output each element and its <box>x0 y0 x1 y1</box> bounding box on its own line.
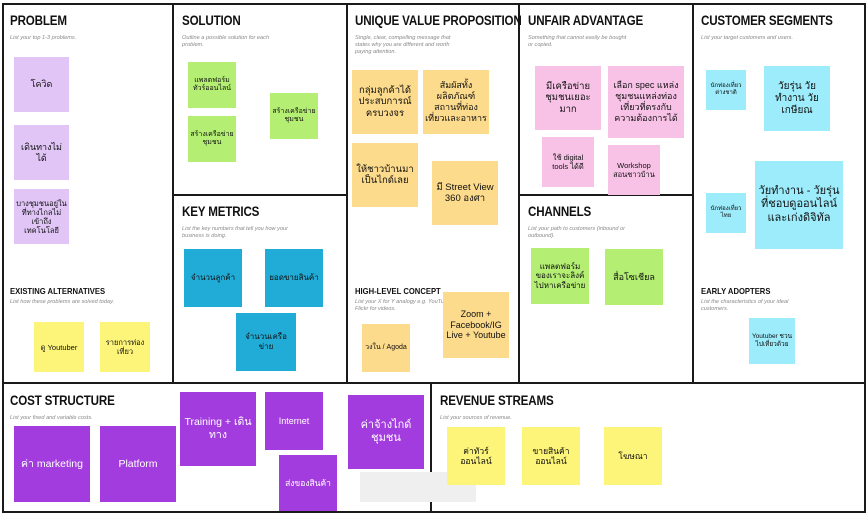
unfair-advantage-title: UNFAIR ADVANTAGE <box>528 13 644 28</box>
hlc-note-2: Zoom + Facebook/IG Live + Youtube <box>443 292 509 358</box>
solution-note-3: สร้างเครือข่ายชุมชน <box>270 93 318 139</box>
border-right <box>864 3 866 513</box>
high-level-concept-desc: List your X for Y analogy e.g. YouTube =… <box>355 299 455 312</box>
revenue-streams-desc: List your sources of revenue. <box>440 415 512 421</box>
uvp-note-3: ให้ชาวบ้านมาเป็นไกด์เลย <box>352 143 418 207</box>
customer-segments-desc: List your target customers and users. <box>701 35 794 41</box>
uvp-desc: Single, clear, compelling message that s… <box>355 35 451 55</box>
high-level-concept-title: HIGH-LEVEL CONCEPT <box>355 286 441 296</box>
existing-alternatives-desc: List how these problems are solved today… <box>10 299 115 305</box>
revenue-note-2: ขายสินค้าออนไลน์ <box>522 427 580 485</box>
divider-cost-revenue <box>430 382 432 513</box>
revenue-note-3: โฆษณา <box>604 427 662 485</box>
cost-structure-title: COST STRUCTURE <box>10 393 115 408</box>
problem-note-2: เดินทางไม่ได้ <box>14 125 69 180</box>
metrics-note-1: จำนวนลูกค้า <box>184 249 242 307</box>
unfair-note-4: Workshop สอนชาวบ้าน <box>608 145 660 195</box>
problem-note-1: โควิด <box>14 57 69 112</box>
channels-title: CHANNELS <box>528 204 592 219</box>
channels-note-2: สื่อโซเชียล <box>605 249 663 305</box>
key-metrics-title: KEY METRICS <box>182 204 260 219</box>
cost-structure-desc: List your fixed and variable costs. <box>10 415 93 421</box>
border-top <box>2 3 866 5</box>
cost-note-1: ค่า marketing <box>14 426 90 502</box>
border-left <box>2 3 4 513</box>
divider-col-3 <box>518 3 520 383</box>
uvp-title: UNIQUE VALUE PROPOSITION <box>355 13 522 28</box>
segments-note-2: วัยรุ่น วัยทำงาน วัยเกษียณ <box>764 66 830 131</box>
divider-solution-metrics <box>172 194 348 196</box>
cost-note-4: Internet <box>265 392 323 450</box>
existing-alternatives-title: EXISTING ALTERNATIVES <box>10 286 106 296</box>
segments-note-1: นักท่องเที่ยวต่างชาติ <box>706 70 746 110</box>
uvp-note-2: สัมผัสทั้งผลิตภัณฑ์ สถานที่ท่องเที่ยวและ… <box>423 70 489 134</box>
cost-note-5: ส่งของสินค้า <box>279 455 337 511</box>
segments-note-3: นักท่องเที่ยวไทย <box>706 193 746 233</box>
divider-col-2 <box>346 3 348 383</box>
metrics-note-2: ยอดขายสินค้า <box>265 249 323 307</box>
divider-col-4 <box>692 3 694 383</box>
unfair-note-1: มีเครือข่ายชุมชนเยอะมาก <box>535 66 601 130</box>
revenue-note-1: ค่าทัวร์ออนไลน์ <box>447 427 505 485</box>
alternative-note-2: รายการท่องเที่ยว <box>100 322 150 372</box>
solution-note-2: สร้างเครือข่ายชุมชน <box>188 116 236 162</box>
cost-note-3: Training + เดินทาง <box>180 392 256 466</box>
divider-cost-revenue-top <box>2 382 866 384</box>
cost-note-2: Platform <box>100 426 176 502</box>
solution-title: SOLUTION <box>182 13 241 28</box>
problem-note-3: บางชุมชนอยู่ในที่ทางไกลไม่เข้าถึงเทคโนโล… <box>14 189 69 244</box>
metrics-note-3: จำนวนเครือข่าย <box>236 313 296 371</box>
hlc-note-1: วงใน / Agoda <box>362 324 410 372</box>
adopters-note-1: Youtuber ชวนไปเที่ยวด้วย <box>749 318 795 364</box>
channels-note-1: แพลตฟอร์มของเราจะลิงค์ไปหาเครือข่าย <box>531 248 589 304</box>
customer-segments-title: CUSTOMER SEGMENTS <box>701 13 833 28</box>
alternative-note-1: ดู Youtuber <box>34 322 84 372</box>
solution-desc: Outline a possible solution for each pro… <box>182 35 270 48</box>
problem-desc: List your top 1-3 problems. <box>10 35 77 41</box>
cost-note-6: ค่าจ้างไกด์ชุมชน <box>348 395 424 469</box>
segments-note-4: วัยทำงาน - วัยรุ่น ที่ชอบดูออนไลน์และเก่… <box>755 161 843 249</box>
early-adopters-desc: List the characteristics of your ideal c… <box>701 299 789 312</box>
unfair-advantage-desc: Something that cannot easily be bought o… <box>528 35 627 48</box>
channels-desc: List your path to customers (inbound or … <box>528 226 626 239</box>
revenue-streams-title: REVENUE STREAMS <box>440 393 554 408</box>
key-metrics-desc: List the key numbers that tell you how y… <box>182 226 289 239</box>
solution-note-1: แพลตฟอร์มทัวร์ออนไลน์ <box>188 62 236 108</box>
uvp-note-1: กลุ่มลูกค้าได้ประสบการณ์ครบวงจร <box>352 70 418 134</box>
uvp-note-4: มี Street View 360 องศา <box>432 161 498 225</box>
unfair-note-3: ใช้ digital tools ได้ดี <box>542 137 594 187</box>
border-bottom <box>2 511 866 513</box>
divider-unfair-channels <box>518 194 694 196</box>
unfair-note-2: เลือก spec แหล่งชุมชนแหล่งท่องเที่ยวที่ต… <box>608 66 684 138</box>
early-adopters-title: EARLY ADOPTERS <box>701 286 771 296</box>
divider-col-1 <box>172 3 174 383</box>
problem-title: PROBLEM <box>10 13 67 28</box>
